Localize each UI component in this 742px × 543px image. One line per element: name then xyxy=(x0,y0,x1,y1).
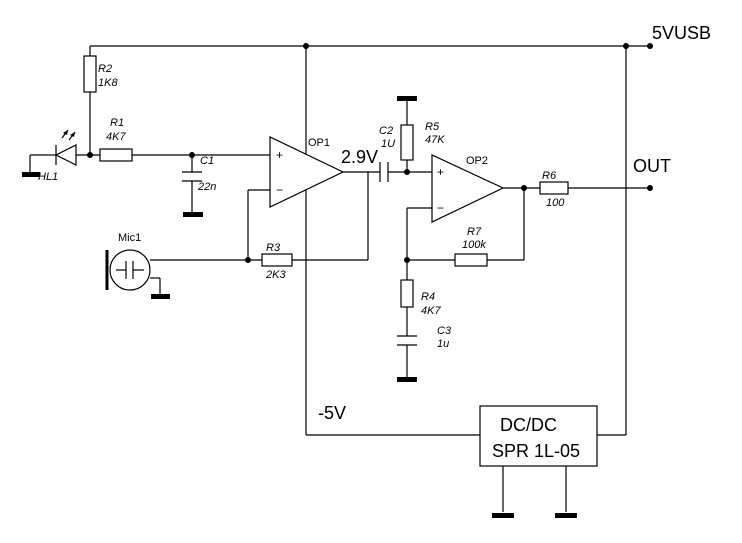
r7-value: 100k xyxy=(462,239,486,251)
c2-value: 1U xyxy=(381,138,395,150)
resistor-r3 xyxy=(261,253,293,267)
r3-ref: R3 xyxy=(266,242,281,254)
ground-mic xyxy=(151,294,170,299)
r1-ref: R1 xyxy=(110,117,124,129)
mic-body xyxy=(109,249,151,291)
vusb-label: 5VUSB xyxy=(652,23,711,43)
r5-value: 47K xyxy=(425,134,445,146)
r6-ref: R6 xyxy=(542,170,557,182)
r1-value: 4K7 xyxy=(106,131,126,143)
op1-minus: − xyxy=(276,183,283,197)
op2-plus: + xyxy=(437,165,444,179)
microphone-mic1 xyxy=(105,249,151,291)
terminal-5vusb xyxy=(647,43,653,49)
r4-value: 4K7 xyxy=(421,305,441,317)
ground-c3 xyxy=(397,377,417,382)
op2-minus: − xyxy=(437,201,444,215)
r2-value: 1K8 xyxy=(98,77,118,89)
op2-ref: OP2 xyxy=(466,155,488,167)
mic1-ref: Mic1 xyxy=(118,232,141,244)
junction xyxy=(521,185,527,191)
led-hl1 xyxy=(44,129,77,166)
ground-hl1 xyxy=(22,172,40,177)
led-ray-arrow-2 xyxy=(70,132,75,137)
led-triangle xyxy=(54,144,77,166)
resistor-r5 xyxy=(400,124,414,161)
junctions xyxy=(87,43,653,263)
resistor-r6 xyxy=(539,181,569,195)
c1-value: 22n xyxy=(197,181,216,193)
junction xyxy=(245,257,251,263)
r3-value: 2K3 xyxy=(265,269,286,281)
r2-ref: R2 xyxy=(98,63,112,75)
resistor-r4 xyxy=(400,279,414,308)
wires xyxy=(29,45,650,512)
neg-supply-label: -5V xyxy=(318,403,346,423)
grounds xyxy=(22,96,577,518)
resistor-r2 xyxy=(83,55,97,93)
dcdc-line2: SPR 1L-05 xyxy=(492,441,580,461)
junction xyxy=(404,257,410,263)
resistor-r7 xyxy=(454,253,488,267)
dcdc-converter xyxy=(479,405,598,467)
op1-plus: + xyxy=(276,148,283,162)
junction xyxy=(189,152,195,158)
mid-voltage-label: 2.9V xyxy=(341,147,378,167)
c2-ref: C2 xyxy=(379,125,393,137)
out-label: OUT xyxy=(633,156,671,176)
terminal-out xyxy=(647,185,653,191)
resistor-r1 xyxy=(99,148,133,162)
led-ray-arrow-1 xyxy=(63,130,68,135)
ground-c1 xyxy=(183,212,203,217)
ground-dcdc-1 xyxy=(492,513,514,518)
c1-ref: C1 xyxy=(200,155,214,167)
c3-value: 1u xyxy=(437,338,449,350)
junction xyxy=(623,43,629,49)
c3-ref: C3 xyxy=(437,325,452,337)
opamp-op1 xyxy=(269,136,345,208)
r4-ref: R4 xyxy=(421,291,435,303)
ground-r5 xyxy=(397,96,417,101)
op1-ref: OP1 xyxy=(308,137,330,149)
junction xyxy=(404,169,410,175)
opamp-op2 xyxy=(431,154,505,223)
ground-dcdc-2 xyxy=(555,513,577,518)
r6-value: 100 xyxy=(546,197,565,209)
r5-ref: R5 xyxy=(425,121,440,133)
dcdc-line1: DC/DC xyxy=(500,415,557,435)
junction xyxy=(303,43,309,49)
hl1-ref: HL1 xyxy=(38,171,58,183)
junction xyxy=(87,152,93,158)
r7-ref: R7 xyxy=(467,226,482,238)
